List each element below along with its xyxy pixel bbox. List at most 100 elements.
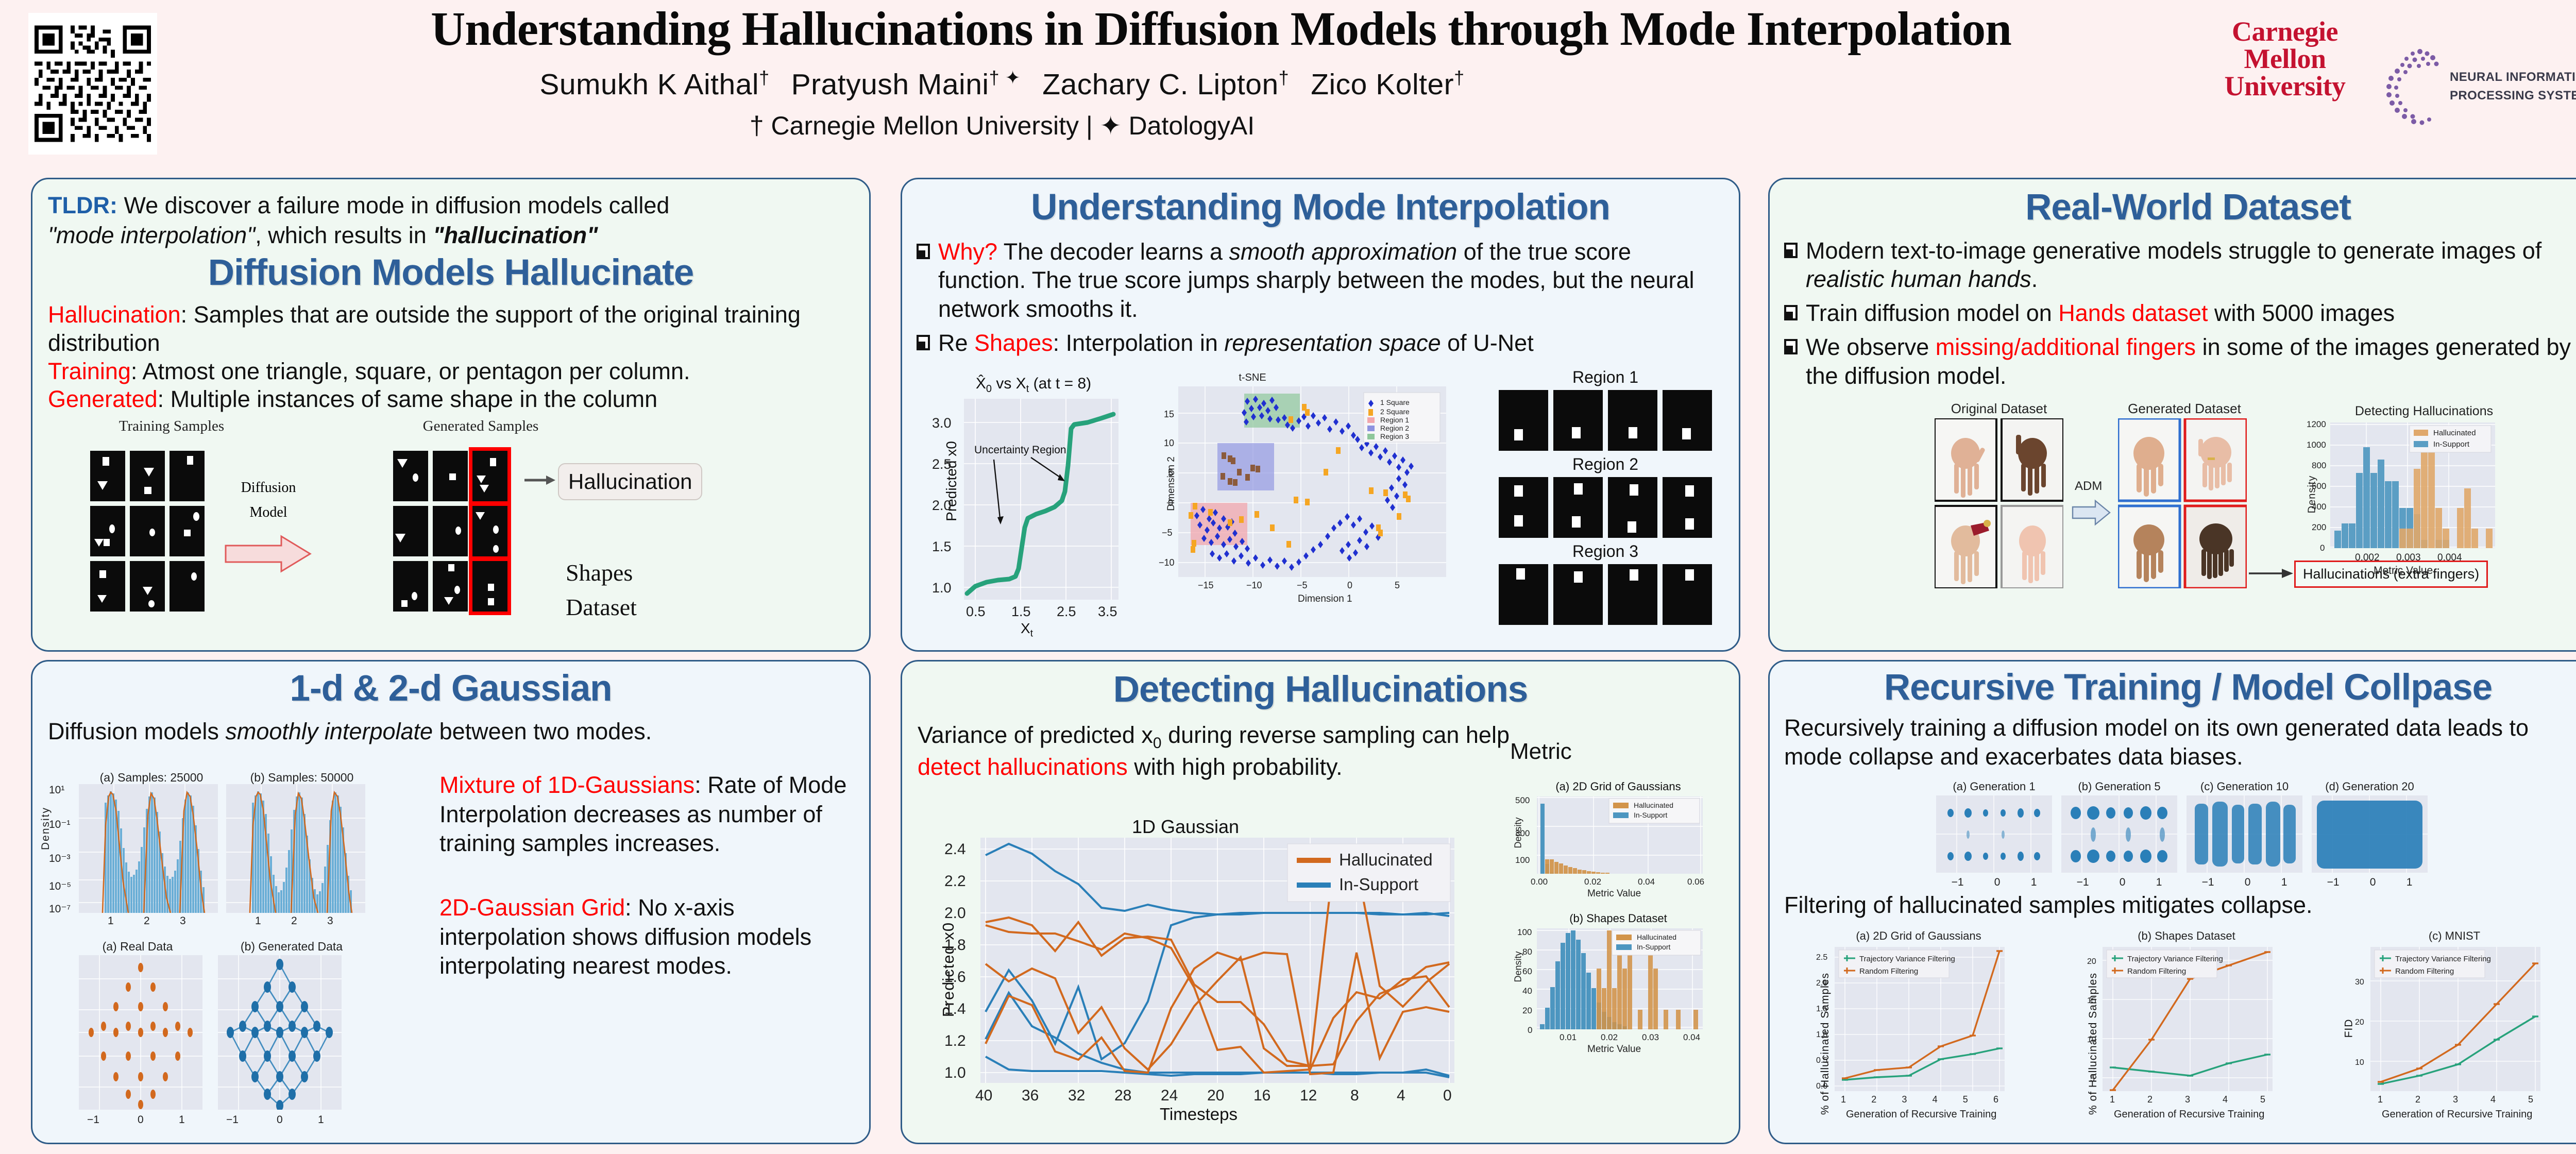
x0-vs-xt-plot: Uncertainty Region: [964, 399, 1118, 600]
chart-density-1d-gaussian: (a) Samples: 25000 (b) Samples: 50000 10…: [40, 771, 418, 930]
chart-title-filtering-2d: (a) 2D Grid of Gaussians: [1856, 929, 1981, 942]
svg-text:Random Filtering: Random Filtering: [1859, 967, 1918, 976]
shape-tile: [170, 561, 205, 612]
xtick-a-2: 2: [144, 915, 150, 927]
diffusion-model-arrow-group: Diffusion Model: [222, 480, 315, 577]
training-samples-grid: [90, 451, 205, 612]
region-tile: [1499, 390, 1548, 451]
chart-tsne: t-SNE Dimension 2 15 10 5 0 −5 −10: [1144, 372, 1464, 622]
svg-text:Hallucinated: Hallucinated: [1634, 801, 1673, 809]
bullet-missing-fingers: We observe missing/additional fingers in…: [1784, 333, 2576, 391]
def-text-hallucination: : Samples that are outside the support o…: [48, 301, 801, 356]
tldr-mode: "mode interpolation": [48, 222, 256, 248]
hallucination-callout-box: Hallucination: [558, 463, 703, 501]
shape-tile: [130, 451, 165, 502]
ytick-2.0-a: 2.0: [1816, 979, 1828, 988]
svg-text:Trajectory Variance Filtering: Trajectory Variance Filtering: [2395, 955, 2491, 963]
tsne-scatter-plot: 1 Square 2 Square Region 1 Region 2 Regi…: [1178, 386, 1446, 577]
chart-1d-gaussian-trajectories: 1D Gaussian Predicted x0 2.4 2.2 2.0 1.8…: [923, 816, 1505, 1125]
triangle-icon: [97, 595, 107, 603]
panel-real-world-dataset: Real-World Dataset Modern text-to-image …: [1768, 178, 2576, 652]
ytick-1.5-a: 1.5: [1816, 1005, 1828, 1013]
note-key-2dgrid: 2D-Gaussian Grid: [439, 894, 625, 921]
detect-body-red: detect hallucinations: [918, 754, 1128, 780]
ytick-2.4: 2.4: [944, 841, 966, 858]
ytick-1.2: 1.2: [944, 1032, 966, 1049]
region-tile: [1499, 477, 1548, 538]
chart-filtering-shapes: (b) Shapes Dataset % of Hallucinated Sam…: [2060, 929, 2313, 1135]
ylabel-pct-hallucinated-a: % of Hallucinated Samples: [1819, 973, 1831, 1115]
ylabel-density-hands: Density: [2306, 475, 2318, 514]
gaussian-subtitle-post: between two modes.: [433, 718, 652, 744]
ytick-0: 0: [1168, 498, 1174, 508]
ytick-500: 500: [1515, 795, 1530, 805]
ytick--5: −5: [1162, 528, 1173, 538]
shape-tile: [90, 561, 125, 612]
xtick-0.5: 0.5: [966, 604, 986, 619]
xtick--15: −15: [1198, 580, 1214, 590]
charts-filtering: (a) 2D Grid of Gaussians % of Hallucinat…: [1792, 929, 2576, 1135]
author-0: Sumukh K Aithal†: [539, 67, 770, 101]
triangle-icon: [397, 459, 408, 468]
bullet-2-post: in some of the images generated by the d…: [1806, 333, 2571, 389]
xtick-4: 4: [1397, 1087, 1405, 1104]
qr-code-icon[interactable]: [28, 13, 157, 155]
gaussian-subtitle-pre: Diffusion models: [48, 718, 226, 744]
ytick-20-b: 20: [1522, 1006, 1532, 1015]
scatter-real-data: [79, 955, 202, 1110]
svg-text:Trajectory Variance Filtering: Trajectory Variance Filtering: [1859, 955, 1955, 963]
triangle-icon: [395, 534, 405, 543]
gen-10-scatter: [2187, 795, 2302, 873]
note-key-mixture: Mixture of 1D-Gaussians: [439, 772, 695, 798]
bullet-box-icon: [1784, 305, 1798, 321]
gaussian-notes: Mixture of 1D-Gaussians: Rate of Mode In…: [439, 771, 852, 981]
xtick-0.03-b: 0.03: [1642, 1032, 1659, 1042]
generation-plot-10: (c) Generation 10: [2187, 780, 2302, 875]
generation-plot-1: (a) Generation 1: [1936, 780, 2052, 875]
xtick-40: 40: [975, 1087, 993, 1104]
xtick-real-0: 0: [138, 1114, 144, 1126]
filtering-text: Filtering of hallucinated samples mitiga…: [1784, 892, 2313, 918]
svg-text:2 Square: 2 Square: [1380, 408, 1410, 416]
column-3: Real-World Dataset Modern text-to-image …: [1768, 178, 2576, 1152]
xtick-8: 8: [1350, 1087, 1359, 1104]
def-text-generated: : Multiple instances of same shape in th…: [157, 386, 658, 413]
chart-x0-vs-xt: X̂0 vs Xt (at t = 8) Predicted x0 3.0 2.…: [923, 375, 1139, 639]
panel-1d-2d-gaussian: 1-d & 2-d Gaussian Diffusion models smoo…: [31, 660, 871, 1144]
note-text-mixture: : Rate of Mode Interpolation decreases a…: [439, 772, 847, 857]
shape-tile: [433, 561, 468, 612]
recursive-training-subtitle: Recursively training a diffusion model o…: [1784, 714, 2529, 770]
svg-text:In-Support: In-Support: [1637, 943, 1670, 951]
region-tile: [1608, 390, 1657, 451]
caption-generated-dataset: Generated Dataset: [2128, 401, 2241, 416]
chart-title-metric-shapes: (b) Shapes Dataset: [1569, 912, 1667, 925]
right-arrow-icon: [225, 535, 312, 573]
neurips-dots-icon: [2386, 49, 2439, 125]
bullet-missing-fingers-text: We observe missing/additional fingers in…: [1806, 333, 2576, 391]
gen-title-5: (b) Generation 5: [2078, 780, 2161, 793]
ylabel-density: Density: [40, 806, 52, 851]
xtick--5: −5: [1297, 580, 1308, 590]
shape-tile: [130, 506, 165, 557]
region-tile: [1663, 564, 1712, 625]
ytick-20-mnist: 20: [2355, 1018, 2364, 1027]
ytick-200: 200: [2312, 522, 2327, 532]
chart-title-metric-2d-grid: (a) 2D Grid of Gaussians: [1555, 780, 1681, 793]
xtick-a-1: 1: [108, 915, 114, 927]
region-tile: [1663, 390, 1712, 451]
xtick-0: 0: [1443, 1087, 1452, 1104]
column-2: Understanding Mode Interpolation Why? Th…: [901, 178, 1740, 1152]
bullet-0-post: .: [2031, 266, 2038, 293]
ytick-600: 600: [2312, 481, 2327, 491]
xtick-gen--1: −1: [226, 1114, 239, 1126]
adm-label: ADM: [2075, 479, 2103, 493]
hands-hist-plot: Hallucinated In-Support: [2330, 422, 2495, 548]
density-plot-b: [226, 784, 365, 913]
chart-title-x0-vs-xt: X̂0 vs Xt (at t = 8): [975, 375, 1092, 395]
bullet-box-icon: [917, 334, 930, 350]
bullet-modern-t2i-text: Modern text-to-image generative models s…: [1806, 236, 2576, 294]
svg-text:Region 1: Region 1: [1380, 416, 1409, 424]
